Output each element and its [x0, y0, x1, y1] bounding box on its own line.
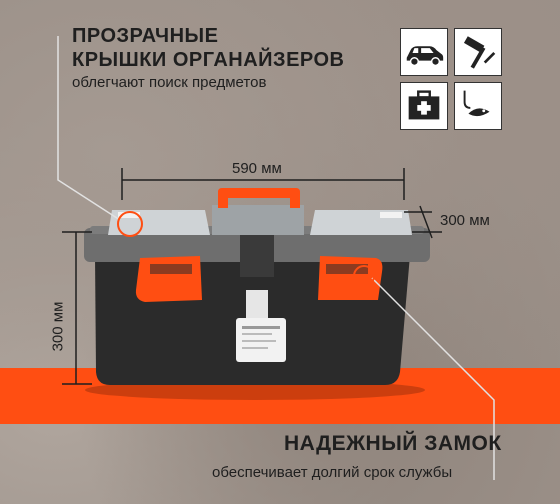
latch-left — [135, 256, 202, 302]
height-label: 300 мм — [49, 301, 67, 352]
fishing-hook-icon — [454, 82, 502, 130]
top-heading-line-1: ПРОЗРАЧНЫЕ — [72, 25, 219, 47]
height-dimension-line — [62, 231, 92, 385]
bottom-subtitle: обеспечивает долгий срок службы — [212, 464, 453, 481]
depth-dimension-line — [404, 205, 442, 239]
top-subtitle: облегчают поиск предметов — [72, 74, 267, 91]
car-icon — [400, 28, 448, 76]
top-heading: ПРОЗРАЧНЫЕ КРЫШКИ ОРГАНАЙЗЕРОВ — [72, 24, 345, 72]
callout-line-bottom — [353, 265, 495, 480]
first-aid-kit-icon — [400, 82, 448, 130]
handle — [218, 188, 300, 208]
depth-label: 300 мм — [440, 212, 490, 229]
hammer-icon — [454, 28, 502, 76]
width-dimension-line — [121, 168, 405, 200]
width-label: 590 мм — [232, 160, 282, 177]
top-heading-line-2: КРЫШКИ ОРГАНАЙЗЕРОВ — [72, 49, 345, 71]
bottom-heading: НАДЕЖНЫЙ ЗАМОК — [284, 432, 502, 455]
callout-line-top — [57, 36, 143, 237]
